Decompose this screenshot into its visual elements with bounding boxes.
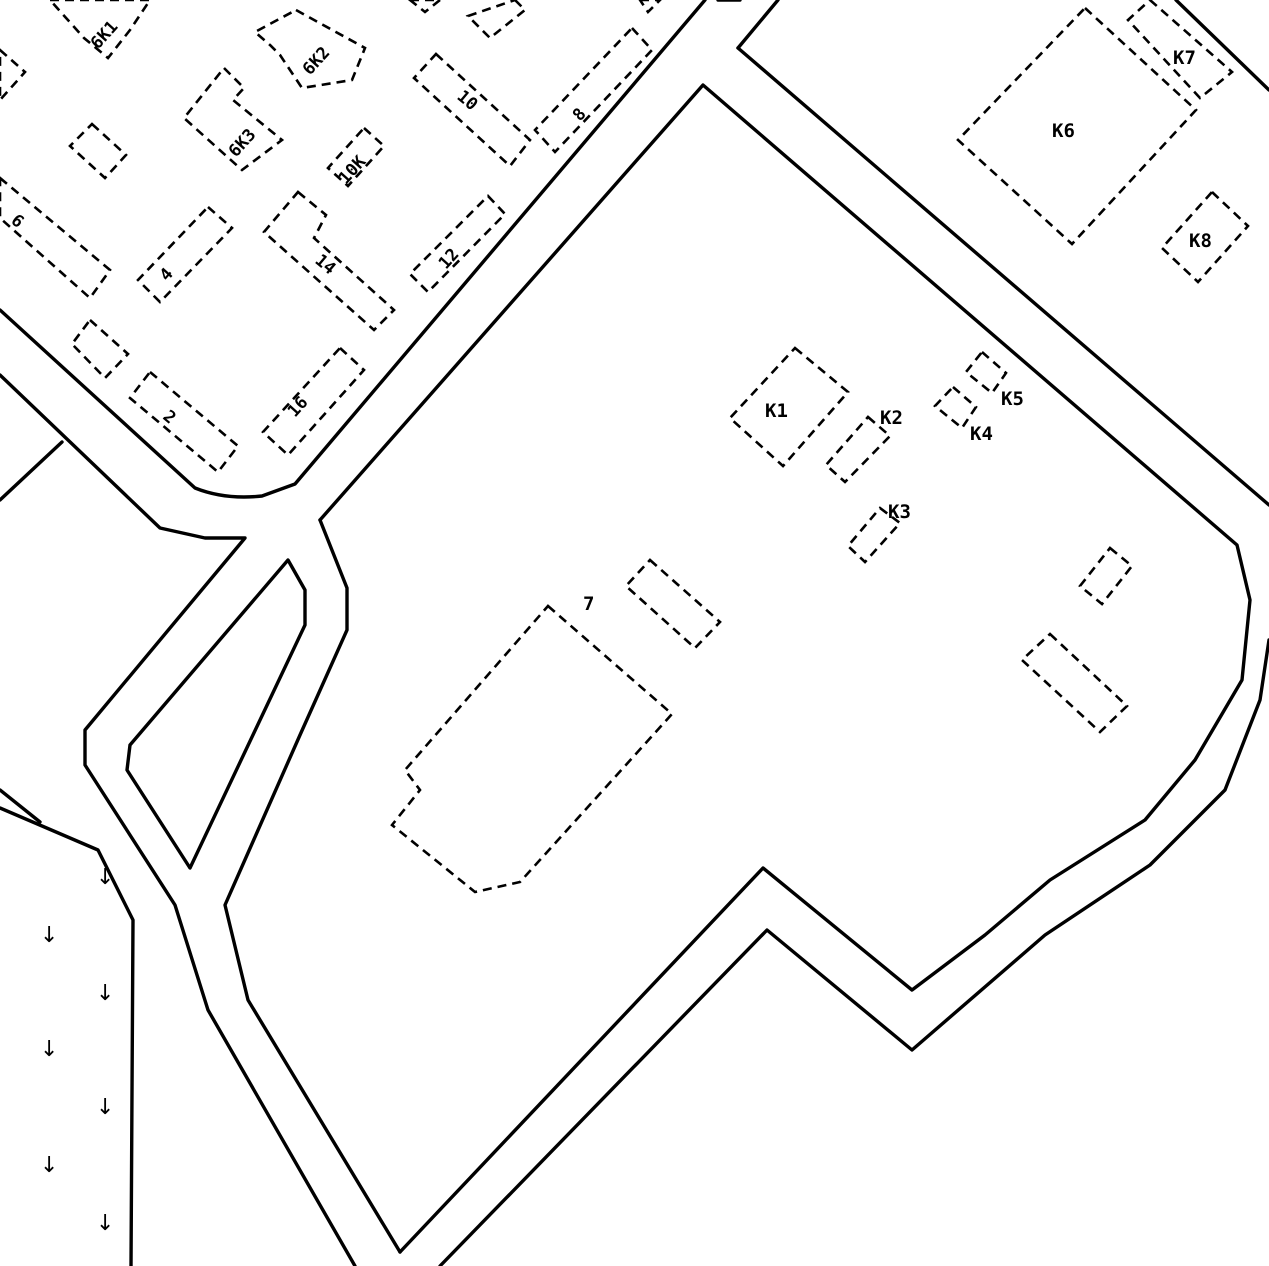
label-14: 14: [311, 251, 340, 279]
road-main-west-edge: [223, 518, 402, 1254]
label-6k2: 6К2: [299, 43, 334, 79]
label-k8: К8: [1189, 230, 1212, 252]
road-northeast-upper: [1174, 0, 1269, 92]
road-upper-left-block: [0, 0, 707, 499]
label-6k3: 6К3: [225, 125, 260, 161]
building-7-outline: [390, 604, 674, 894]
building-west-square: [68, 122, 128, 180]
building-6k2: [252, 8, 367, 90]
building-k6: [956, 6, 1198, 246]
label-4: 4: [156, 264, 178, 285]
road-left-diagonal: [0, 440, 64, 502]
label-7: 7: [583, 593, 594, 615]
building-k5: [964, 350, 1008, 395]
marsh-symbol: ↓: [40, 923, 58, 948]
label-10: 10: [453, 87, 482, 115]
building-k2: [824, 415, 892, 484]
labels: К1 К2 К3 К4 К5 К6 К7 К8 7 2 16 4 6 14 12…: [7, 17, 1212, 615]
building-k3: [846, 506, 902, 564]
building-west-small: [70, 318, 130, 380]
label-k4: К4: [970, 423, 993, 445]
building-6k1: [48, 0, 152, 60]
road-left-vertical: [0, 806, 135, 1266]
building-top-mid: [407, 0, 443, 14]
label-16: 16: [284, 393, 313, 422]
label-12: 12: [435, 245, 464, 274]
marsh-symbol: ↓: [40, 1153, 58, 1178]
marsh-symbol: ↓: [96, 1095, 114, 1120]
building-16: [261, 346, 366, 457]
building-2: [128, 370, 240, 474]
label-6: 6: [7, 211, 28, 233]
building-10: [412, 52, 532, 168]
marsh-symbol: ↓: [96, 865, 114, 890]
road-south-loop: [438, 638, 1269, 1266]
building-east-small: [1078, 546, 1134, 606]
building-east-lower: [1020, 632, 1129, 734]
building-8: [533, 26, 654, 154]
marsh-area: ↓ ↓ ↓ ↓ ↓ ↓ ↓: [40, 865, 114, 1236]
label-k7: К7: [1173, 47, 1196, 69]
road-diagonal-left-edge: [0, 373, 357, 1266]
label-k1: К1: [765, 400, 788, 422]
building-12: [408, 194, 507, 294]
building-6: [0, 176, 112, 300]
building-k7: [1126, 0, 1235, 100]
building-6k3: [182, 66, 285, 172]
building-4: [136, 205, 234, 304]
building-k4: [933, 385, 978, 430]
label-k2: К2: [880, 407, 903, 429]
label-k6: К6: [1052, 120, 1075, 142]
road-island: [125, 558, 307, 870]
building-14: [262, 190, 396, 332]
marsh-symbol: ↓: [96, 1211, 114, 1236]
buildings: [0, 0, 1250, 894]
label-k3: К3: [888, 501, 911, 523]
building-k8: [1160, 190, 1250, 284]
building-k1: [728, 346, 850, 468]
marsh-symbol: ↓: [96, 981, 114, 1006]
building-top-right-small: [638, 0, 662, 15]
road-left-thin: [0, 788, 42, 824]
road-northeast-edge: [736, 0, 780, 50]
road-northeast-long: [736, 46, 1269, 507]
building-10k: [326, 126, 386, 188]
building-top-small: [465, 0, 527, 40]
label-8: 8: [569, 104, 591, 125]
label-2: 2: [159, 407, 180, 429]
building-top-left: [0, 48, 27, 102]
label-k5: К5: [1001, 388, 1024, 410]
building-7-annex: [624, 558, 722, 650]
road-main-north-edge: [318, 83, 1252, 1254]
label-10k: 10К: [335, 152, 371, 189]
marsh-symbol: ↓: [40, 1037, 58, 1062]
